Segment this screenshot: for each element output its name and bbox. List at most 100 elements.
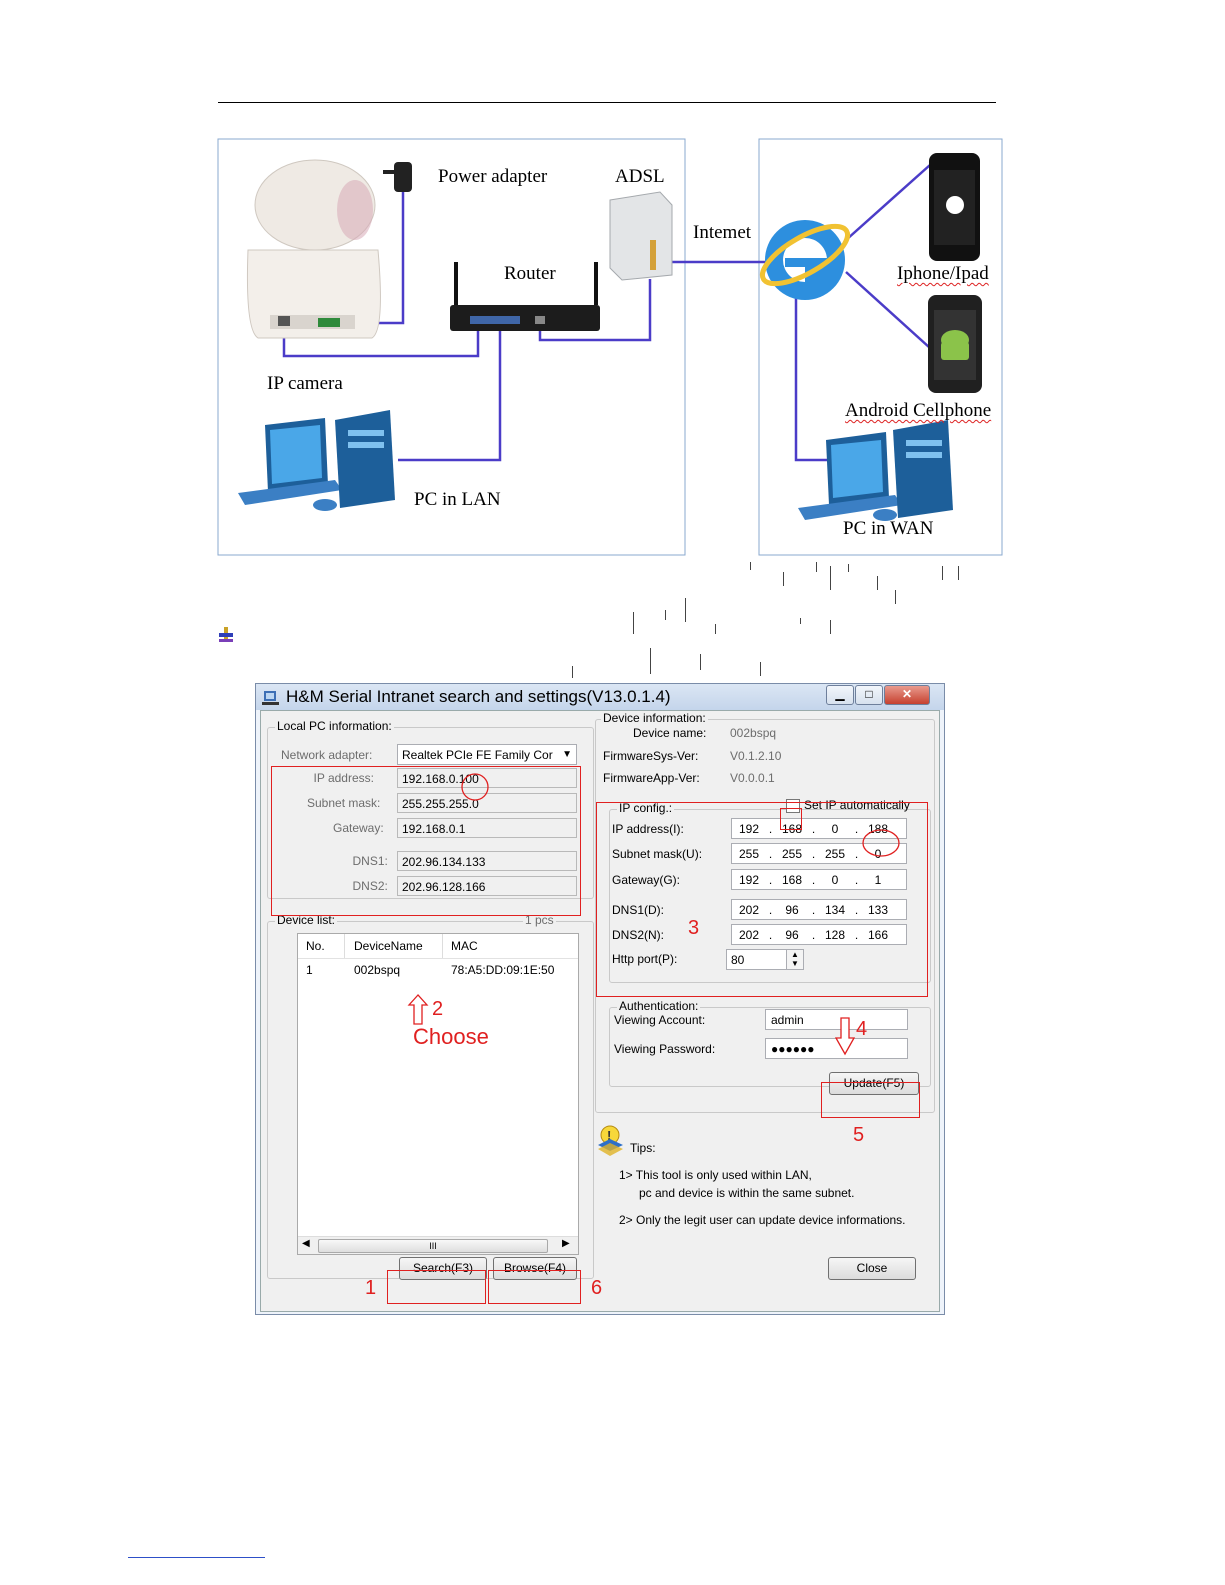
horizontal-scrollbar[interactable]: ◀ III ▶ [298, 1236, 578, 1254]
scroll-right-icon[interactable]: ▶ [562, 1238, 570, 1249]
set-ip-auto-label[interactable]: Set IP automatically [804, 798, 910, 812]
ip-octet[interactable]: 202 [738, 903, 760, 917]
step-5-label: 5 [853, 1124, 865, 1146]
ip-octet[interactable]: 202 [738, 928, 760, 942]
ip-dot: . [854, 928, 859, 942]
local-field-value: 202.96.134.133 [397, 851, 577, 871]
close-button[interactable]: Close [828, 1257, 916, 1280]
ip-octet[interactable]: 168 [781, 873, 803, 887]
local-ip-highlight [271, 766, 581, 916]
router-icon [450, 262, 600, 331]
ip-dot: . [811, 873, 816, 887]
local-field-value: 202.96.128.166 [397, 876, 577, 896]
ip-octet[interactable]: 255 [824, 847, 846, 861]
device-list-header: No. DeviceName MAC [298, 934, 578, 959]
search-highlight [387, 1270, 486, 1304]
viewing-password-input[interactable]: ●●●●●● [765, 1038, 908, 1059]
ip-dot: . [854, 822, 859, 836]
ip-octet[interactable]: 128 [824, 928, 846, 942]
adsl-label: ADSL [615, 166, 665, 187]
header-mac[interactable]: MAC [451, 939, 478, 953]
ip-octet[interactable]: 96 [785, 903, 799, 917]
header-rule [218, 102, 996, 103]
ip-config-highlight [596, 802, 928, 997]
maximize-button[interactable]: □ [855, 685, 883, 705]
window-title: H&M Serial Intranet search and settings(… [286, 687, 671, 706]
step-3-label: 3 [688, 917, 700, 939]
viewing-account-label: Viewing Account: [614, 1013, 706, 1027]
viewing-account-input[interactable]: admin [765, 1009, 908, 1030]
browse-button[interactable]: Browse(F4) [493, 1257, 577, 1280]
android-label: Android Cellphone [845, 400, 992, 421]
ip-config-field-label: IP address(I): [612, 822, 684, 836]
ip-config-label: IP config.: [617, 801, 675, 815]
local-field-label: IP address: [313, 771, 374, 785]
ip-octet[interactable]: 0 [831, 873, 839, 887]
row-no: 1 [306, 963, 313, 977]
tips-line-1: 1> This tool is only used within LAN, [619, 1168, 812, 1182]
svg-text:!: ! [607, 1128, 611, 1143]
device-list-label: Device list: [275, 913, 338, 927]
ip-octet[interactable]: 255 [781, 847, 803, 861]
ip-dot: . [811, 847, 816, 861]
ip-octet[interactable]: 192 [738, 822, 760, 836]
step-1-label: 1 [365, 1277, 377, 1299]
ip-octet[interactable]: 96 [785, 928, 799, 942]
device-info-group [595, 719, 935, 1113]
ip-octet[interactable]: 255 [738, 847, 760, 861]
device-info-label: FirmwareSys-Ver: [603, 749, 699, 763]
settings-dialog: H&M Serial Intranet search and settings(… [255, 683, 945, 1315]
row-device-name: 002bspq [354, 963, 401, 977]
table-row[interactable]: 1 002bspq 78:A5:DD:09:1E:50 [298, 960, 578, 980]
ip-octet[interactable]: 134 [824, 903, 846, 917]
scroll-left-icon[interactable]: ◀ [302, 1238, 310, 1249]
ip-octet[interactable]: 133 [867, 903, 889, 917]
ip-address-input[interactable]: 202.96.128.166 [731, 924, 907, 945]
power-adapter-label: Power adapter [438, 166, 548, 187]
ip-config-field-label: Subnet mask(U): [612, 847, 703, 861]
local-field-value: 192.168.0.1 [397, 818, 577, 838]
scroll-thumb[interactable]: III [318, 1239, 548, 1253]
minimize-button[interactable]: ▁ [826, 685, 854, 705]
http-port-input[interactable]: 80 [726, 949, 804, 970]
choose-label: Choose [413, 1024, 489, 1049]
ip-octet[interactable]: 1 [874, 873, 882, 887]
adapter-label: Network adapter: [281, 748, 373, 762]
caption-fragments-2 [570, 598, 900, 682]
pc-wan-label: PC in WAN [843, 518, 934, 539]
adapter-value: Realtek PCIe FE Family Cor [402, 748, 553, 762]
ip-config-group [609, 809, 931, 983]
local-pc-group-label: Local PC information: [275, 719, 394, 733]
ip-octet[interactable]: 0 [831, 822, 839, 836]
http-port-spinner[interactable]: ▲▼ [786, 950, 803, 969]
device-list[interactable]: No. DeviceName MAC 1 002bspq 78:A5:DD:09… [297, 933, 579, 1255]
ip-octet[interactable]: 192 [738, 873, 760, 887]
ip-dot: . [768, 873, 773, 887]
ip-address-input[interactable]: 192.168.0.1 [731, 869, 907, 890]
caption-fragments [750, 562, 970, 672]
chevron-down-icon[interactable]: ▼ [562, 749, 572, 760]
local-field-label: DNS1: [352, 854, 388, 868]
dialog-body: Local PC information: Network adapter: R… [260, 710, 940, 1312]
footer-link-rule [128, 1557, 265, 1558]
iphone-label: Iphone/Ipad [897, 263, 989, 284]
ip-address-input[interactable]: 202.96.134.133 [731, 899, 907, 920]
local-pc-group [267, 727, 594, 899]
ip-config-field-label: DNS2(N): [612, 928, 665, 942]
ip-dot: . [811, 903, 816, 917]
header-no[interactable]: No. [306, 939, 325, 953]
ip-octet[interactable]: 166 [867, 928, 889, 942]
network-adapter-select[interactable]: Realtek PCIe FE Family Cor ▼ [397, 744, 577, 765]
http-port-label: Http port(P): [612, 952, 678, 966]
search-button[interactable]: Search(F3) [399, 1257, 487, 1280]
update-button[interactable]: Update(F5) [829, 1072, 919, 1095]
device-info-value: V0.1.2.10 [730, 749, 782, 763]
window-close-button[interactable]: ✕ [884, 685, 930, 705]
bullet-marker-icon [219, 627, 233, 642]
adsl-modem-icon [609, 191, 673, 281]
header-device-name[interactable]: DeviceName [354, 939, 423, 953]
device-count: 1 pcs [523, 913, 556, 927]
ip-dot: . [768, 847, 773, 861]
checkbox-highlight [780, 808, 802, 830]
android-phone-icon [928, 295, 982, 393]
